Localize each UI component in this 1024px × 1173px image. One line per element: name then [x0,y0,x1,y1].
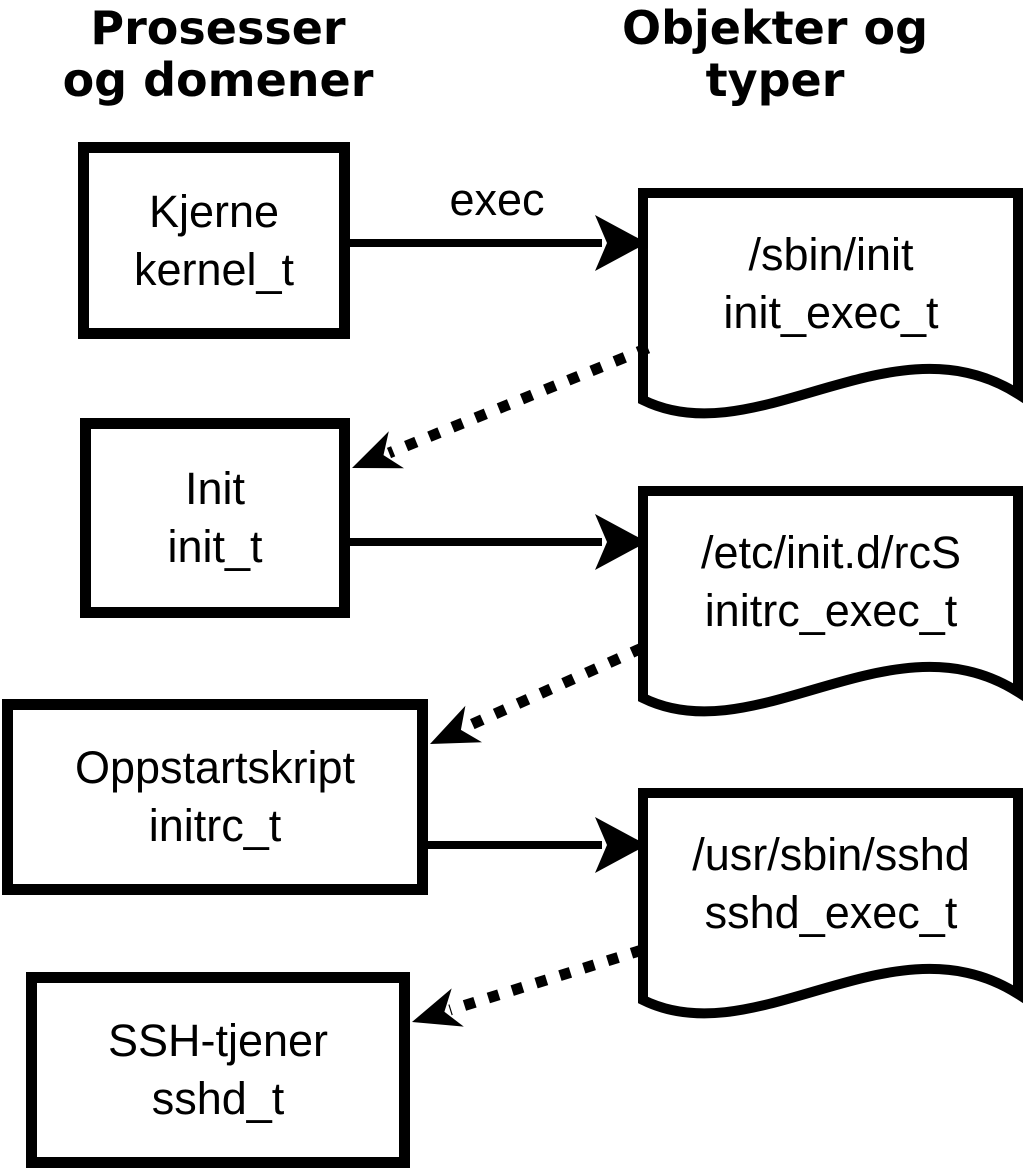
process-domain-type: initrc_t [148,800,282,851]
object-document-init-exec: /sbin/init init_exec_t [638,188,1024,448]
process-domain-type: sshd_t [151,1073,285,1124]
column-header-processes-line2: og domener [62,53,374,107]
object-type-label: init_exec_t [723,286,939,338]
exec-arrow-init-to-rcS [350,514,647,570]
document-shape [638,486,1023,717]
column-header-processes: Prosesser og domener [40,2,396,106]
process-name: SSH-tjener [107,1015,329,1066]
document-shape [638,788,1023,1019]
process-name: Kjerne [148,185,280,237]
object-type-label: initrc_exec_t [704,584,958,636]
transition-arrow-rcS-to-initrc-t [430,642,645,744]
object-document-text: /etc/init.d/rcS initrc_exec_t [638,486,1024,701]
object-path: /etc/init.d/rcS [700,526,962,578]
exec-arrow-initrc-to-sshd [428,817,647,873]
object-type-label: sshd_exec_t [704,886,958,938]
process-box-initrc: Oppstartskript initrc_t [2,699,428,895]
object-path: /sbin/init [748,228,914,280]
column-header-objects: Objekter og typer [570,2,980,106]
process-box-kernel: Kjerne kernel_t [78,142,350,339]
column-header-processes-line1: Prosesser [90,1,346,55]
process-domain-type: init_t [167,521,263,572]
process-name: Oppstartskript [74,742,356,793]
column-header-objects-line1: Objekter og [621,1,928,55]
transition-arrow-sbin-init-to-init-t [352,342,651,469]
process-box-sshd: SSH-tjener sshd_t [26,972,410,1168]
object-document-text: /sbin/init init_exec_t [638,188,1024,403]
process-box-init: Init init_t [80,418,350,618]
exec-arrow-label: exec [449,174,545,225]
object-path: /usr/sbin/sshd [692,828,970,880]
object-document-sshd-exec: /usr/sbin/sshd sshd_exec_t [638,788,1024,1048]
process-name: Init [184,463,246,514]
document-shape [638,188,1023,419]
object-document-text: /usr/sbin/sshd sshd_exec_t [638,788,1024,1003]
object-document-initrc-exec: /etc/init.d/rcS initrc_exec_t [638,486,1024,746]
process-domain-type: kernel_t [133,243,295,295]
column-header-objects-line2: typer [705,53,845,107]
transition-arrow-sshd-to-sshd-t [412,944,644,1027]
